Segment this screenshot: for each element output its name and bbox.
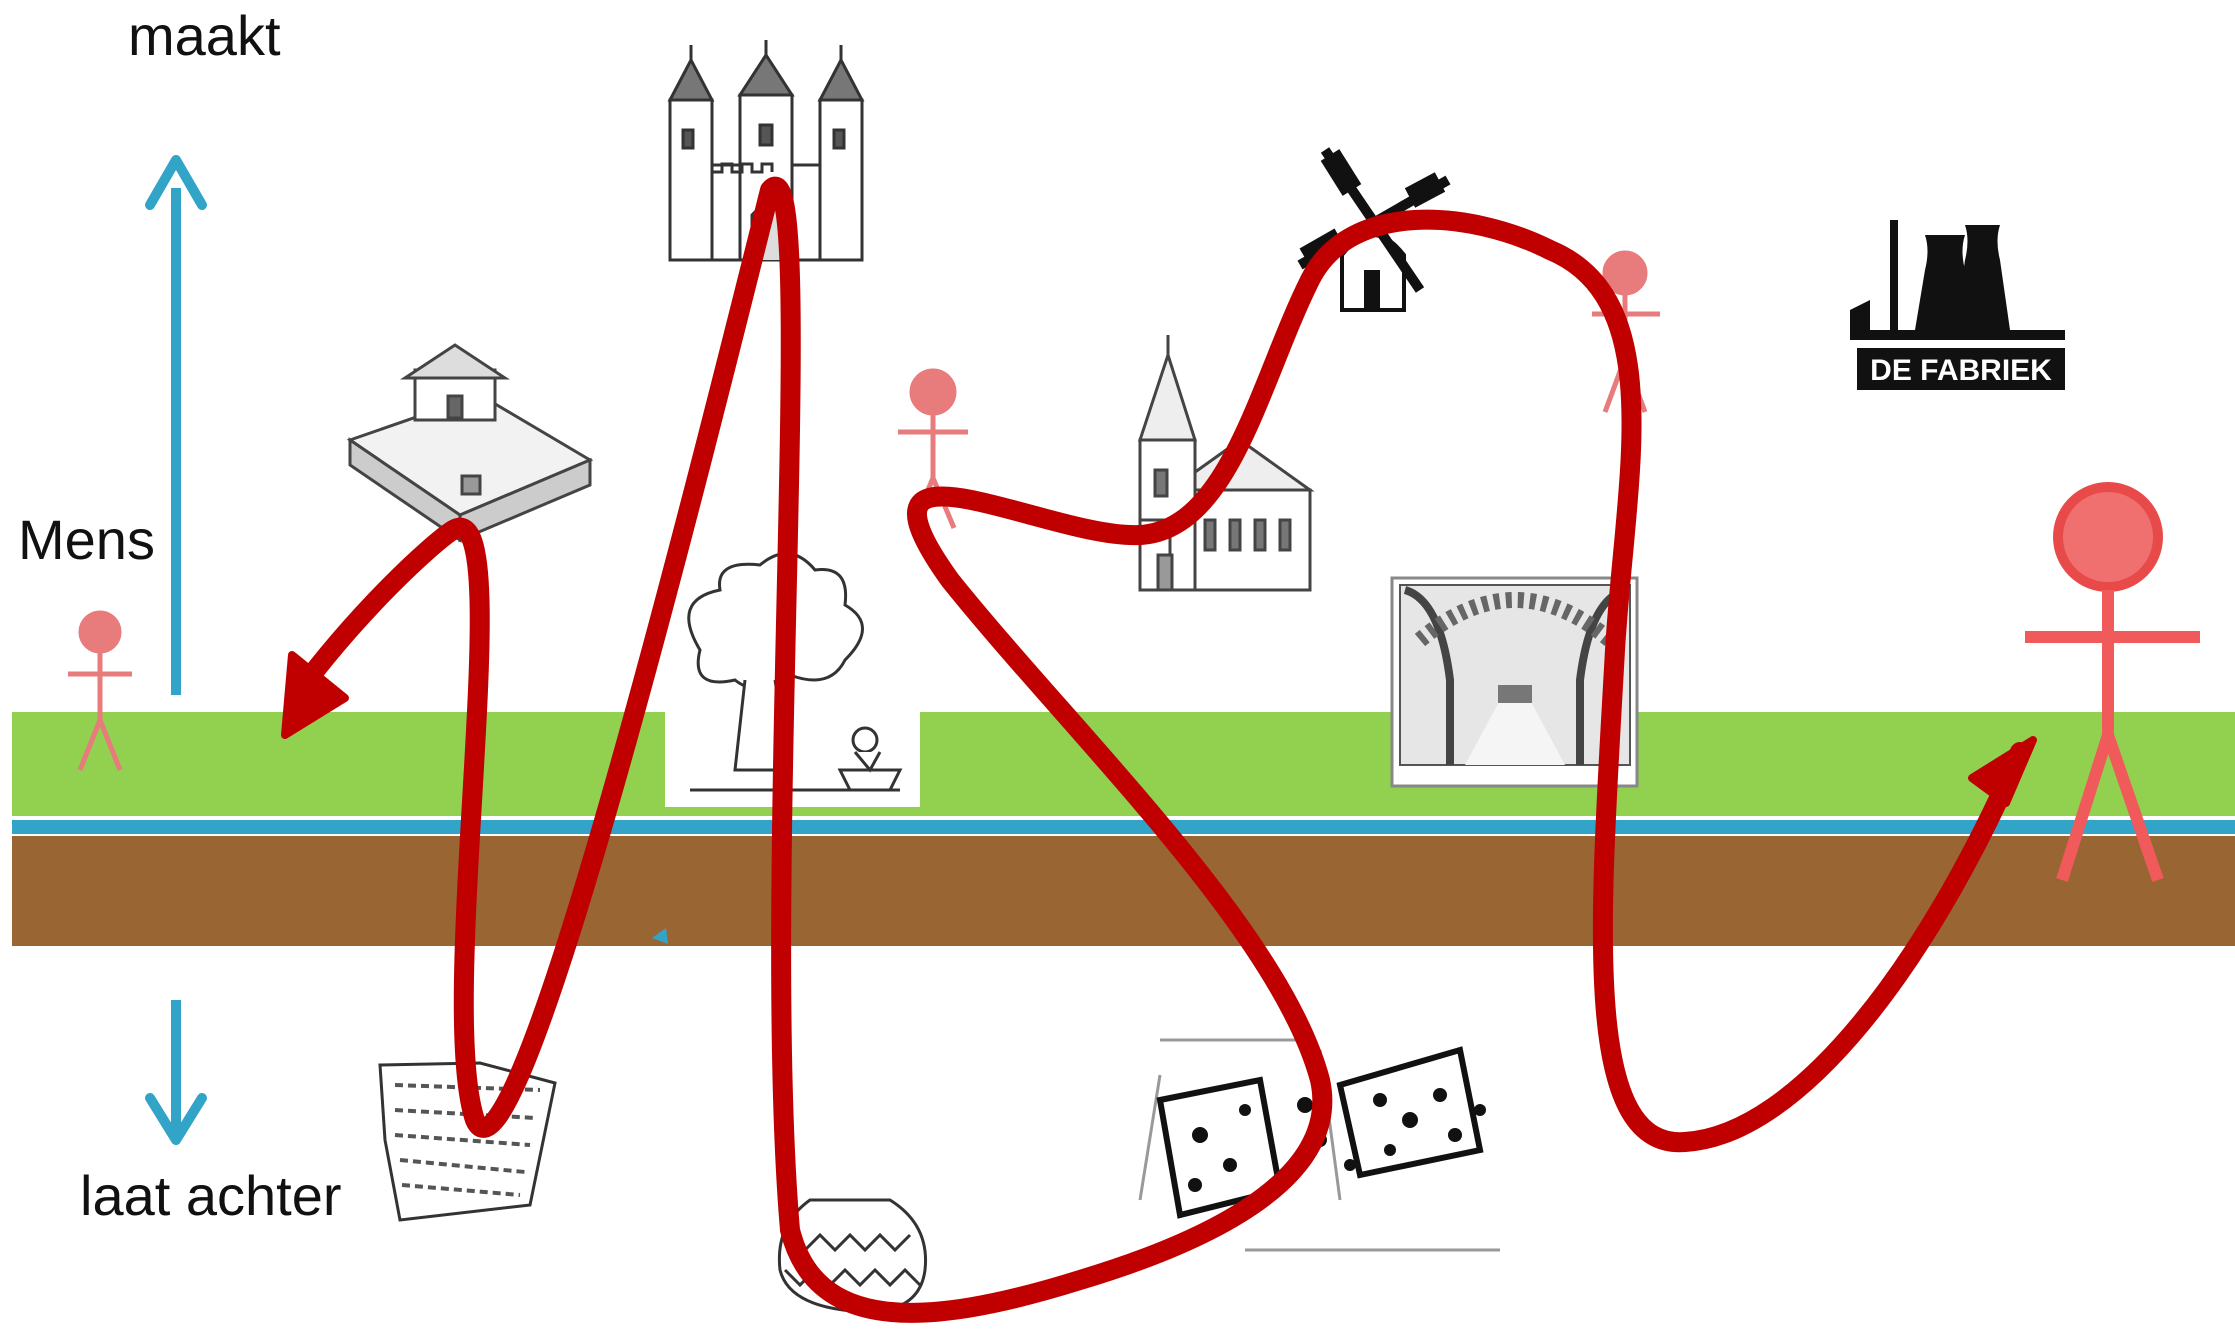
up-arrow	[150, 160, 202, 695]
soil-band	[12, 836, 2235, 946]
bottom-label: laat achter	[80, 1168, 342, 1224]
grass-band	[12, 712, 2235, 816]
factory-icon: DE FABRIEK	[1850, 220, 2065, 390]
down-arrow	[150, 1000, 202, 1140]
water-line	[12, 820, 2235, 834]
middle-label: Mens	[18, 512, 155, 568]
farmstead-icon	[350, 345, 590, 540]
top-label: maakt	[128, 8, 281, 64]
factory-sign-text: DE FABRIEK	[1870, 354, 2052, 387]
